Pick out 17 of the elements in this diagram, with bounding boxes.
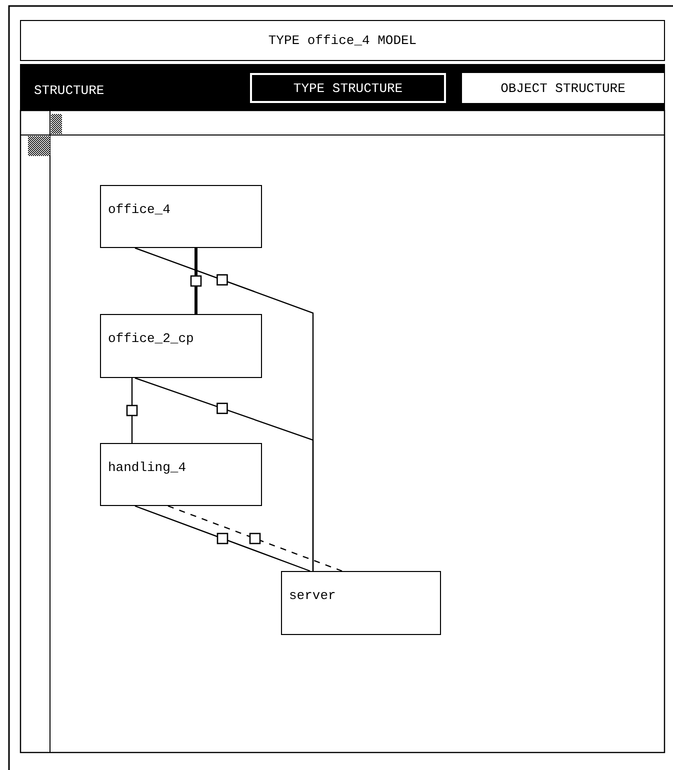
section-heading: STRUCTURE (34, 82, 106, 100)
type-box (100, 185, 262, 248)
tab: OBJECT STRUCTURE (462, 73, 664, 103)
title-bar: TYPE office_4 MODEL (20, 20, 665, 61)
connector (131, 378, 133, 443)
type-name: office_2_cp (108, 331, 194, 346)
type-box (281, 571, 441, 635)
connector (168, 505, 342, 572)
type-box (100, 443, 262, 506)
connector (134, 505, 310, 572)
type-name: office_4 (108, 202, 170, 217)
type-name: server (289, 588, 336, 603)
connector (134, 377, 314, 571)
connector (194, 248, 198, 314)
type-box (100, 314, 262, 378)
tab: TYPE STRUCTURE (250, 73, 446, 103)
type-name: handling_4 (108, 460, 186, 475)
